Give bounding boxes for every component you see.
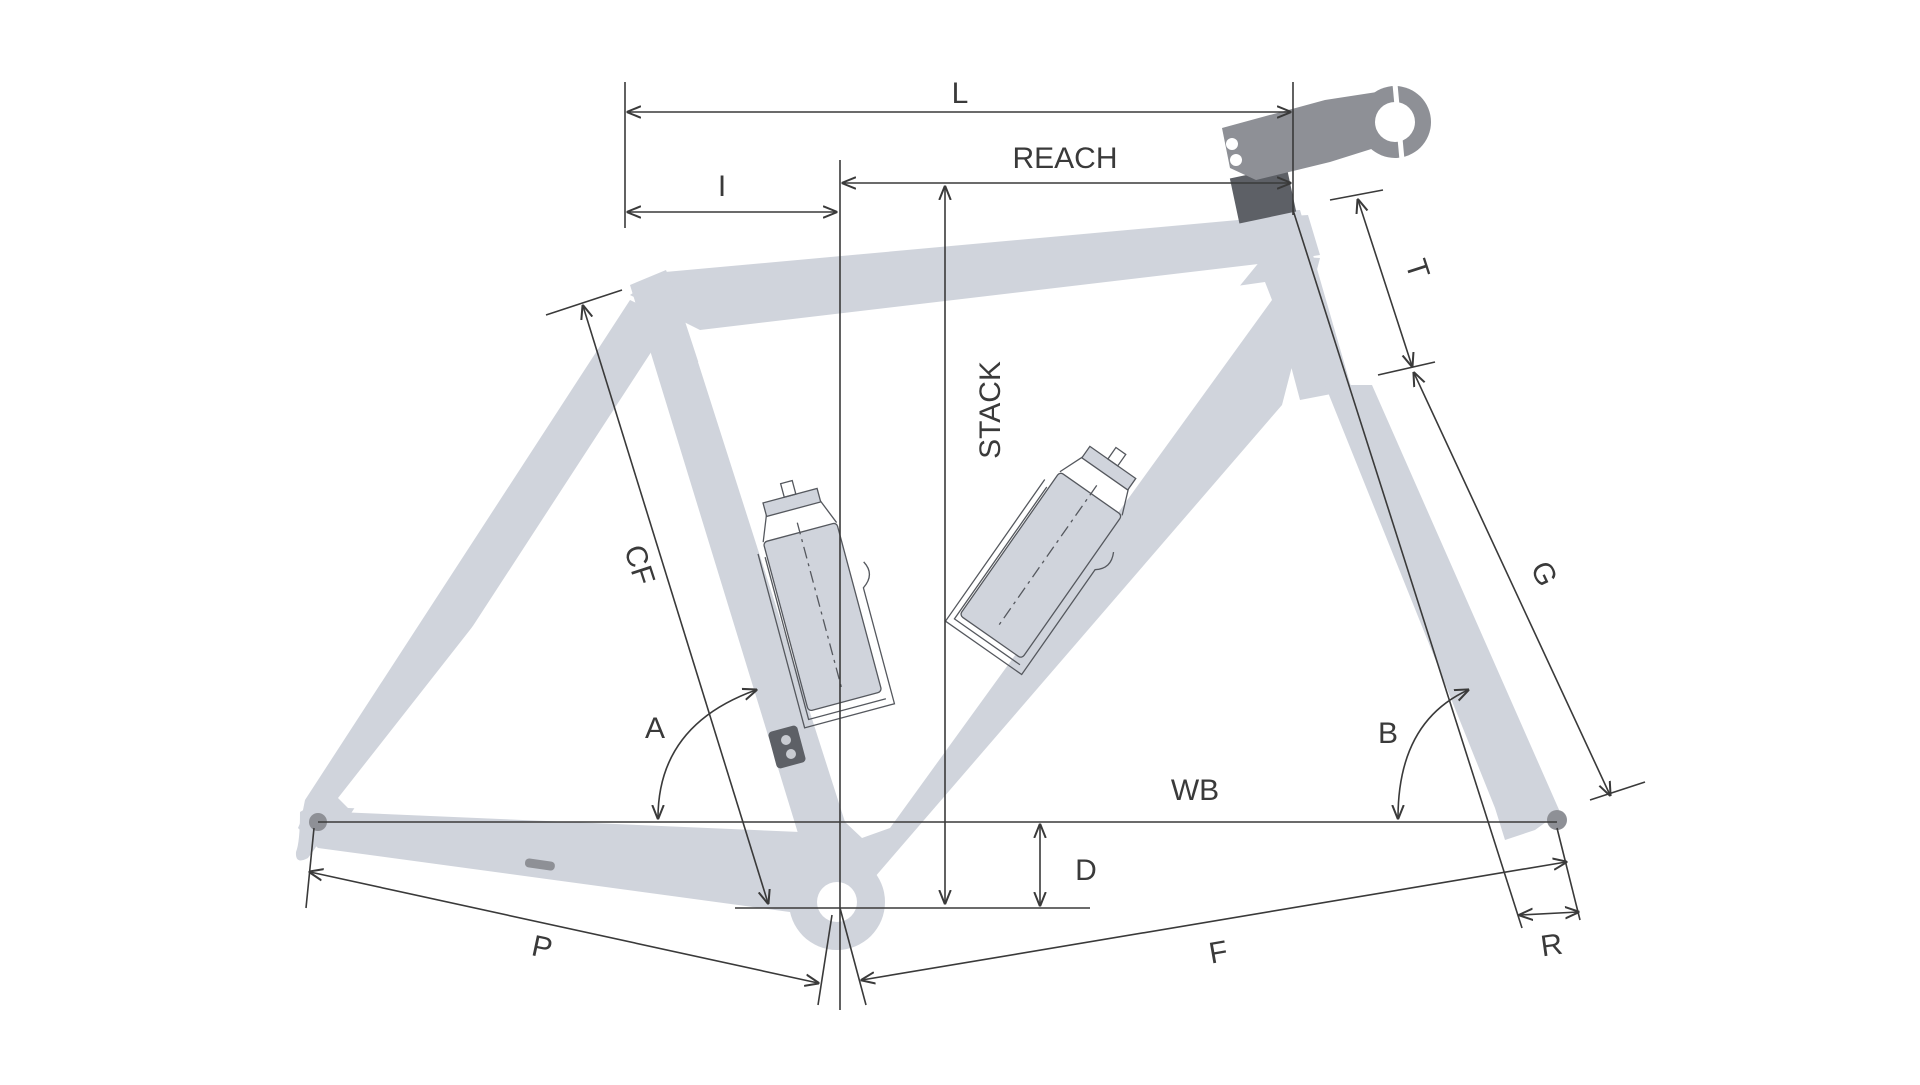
label-B: B — [1378, 717, 1398, 750]
stem-body — [1222, 90, 1400, 180]
dimension-labels: L I REACH STACK T CF G A B WB D P F R — [529, 77, 1565, 970]
dim-line-G — [1414, 373, 1610, 795]
top-tube — [630, 215, 1320, 330]
dim-line-P — [310, 872, 818, 983]
label-D: D — [1075, 854, 1097, 887]
steering-axis — [1292, 209, 1523, 929]
dim-line-R — [1520, 912, 1578, 915]
bike-frame — [295, 210, 1567, 950]
bottle-seat-tube — [757, 479, 896, 729]
dimension-lines — [305, 82, 1646, 1010]
label-REACH: REACH — [1012, 142, 1117, 175]
label-P: P — [529, 929, 555, 965]
label-G: G — [1524, 556, 1564, 591]
angle-arc-A — [658, 690, 756, 818]
label-I: I — [718, 170, 726, 203]
chainstay-slot — [524, 858, 555, 871]
stem — [1222, 83, 1431, 224]
label-F: F — [1206, 935, 1230, 971]
label-A: A — [645, 712, 665, 745]
bottle-boss-plate — [768, 725, 806, 769]
dim-line-F — [862, 862, 1566, 980]
seat-stay — [300, 300, 672, 835]
label-T: T — [1399, 255, 1436, 283]
label-R: R — [1539, 928, 1565, 964]
dim-line-T — [1358, 200, 1412, 366]
bottle-down-tube — [944, 445, 1137, 676]
angle-arc-B — [1398, 690, 1468, 818]
label-STACK: STACK — [974, 361, 1007, 459]
front-axle — [1547, 810, 1567, 830]
bottom-bracket-hole — [817, 882, 857, 922]
label-WB: WB — [1171, 774, 1219, 807]
label-L: L — [952, 77, 969, 110]
